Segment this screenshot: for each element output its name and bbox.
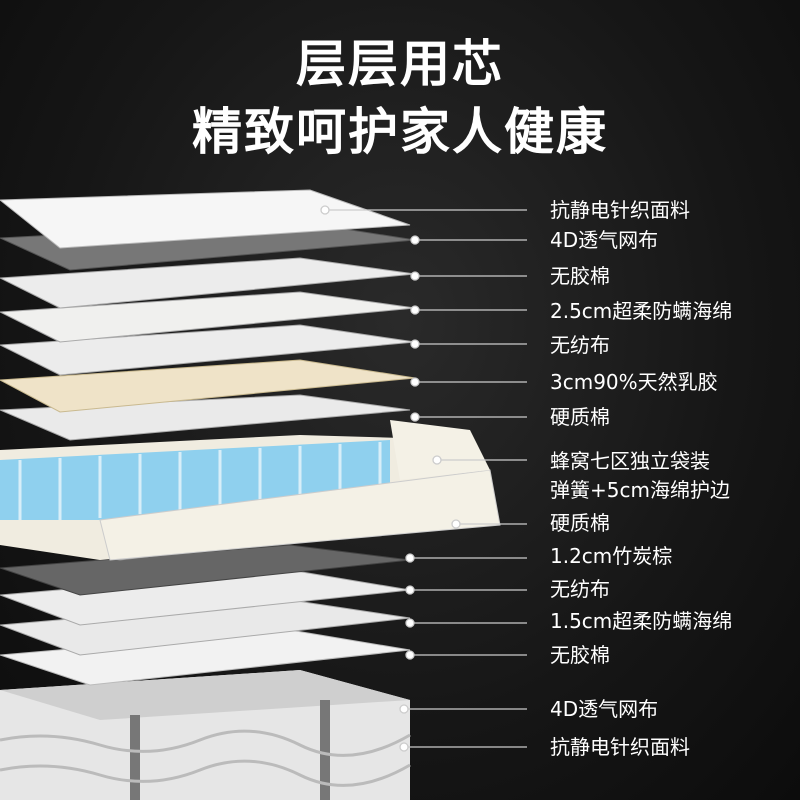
layer-label: 抗静电针织面料 (550, 735, 690, 759)
layer-label-line2: 弹簧+5cm海绵护边 (550, 478, 730, 502)
layer-label: 3cm90%天然乳胶 (550, 370, 718, 394)
layer-label: 抗静电针织面料 (550, 198, 690, 222)
headline-line2: 精致呵护家人健康 (192, 103, 608, 161)
top-quilted-layer (0, 189, 411, 249)
layer-label: 1.2cm竹炭棕 (550, 544, 673, 568)
foam-edge (99, 469, 501, 561)
bottom-mattress (0, 670, 411, 800)
layer-label: 硬质棉 (550, 405, 610, 429)
layer-label: 硬质棉 (550, 511, 610, 535)
layer-label: 1.5cm超柔防螨海绵 (550, 609, 733, 633)
layer-stack (0, 189, 501, 686)
layer-label: 4D透气网布 (550, 228, 659, 252)
headline-line1: 层层用芯 (296, 35, 504, 93)
layer-label: 无纺布 (550, 577, 610, 601)
layer-label: 4D透气网布 (550, 697, 659, 721)
layer-label: 无胶棉 (550, 264, 610, 288)
callout-lines (320, 205, 527, 752)
layer-label: 2.5cm超柔防螨海绵 (550, 299, 733, 323)
layer-label: 无纺布 (550, 333, 610, 357)
layer-label: 无胶棉 (550, 643, 610, 667)
layer-label: 蜂窝七区独立袋装 (550, 449, 710, 473)
